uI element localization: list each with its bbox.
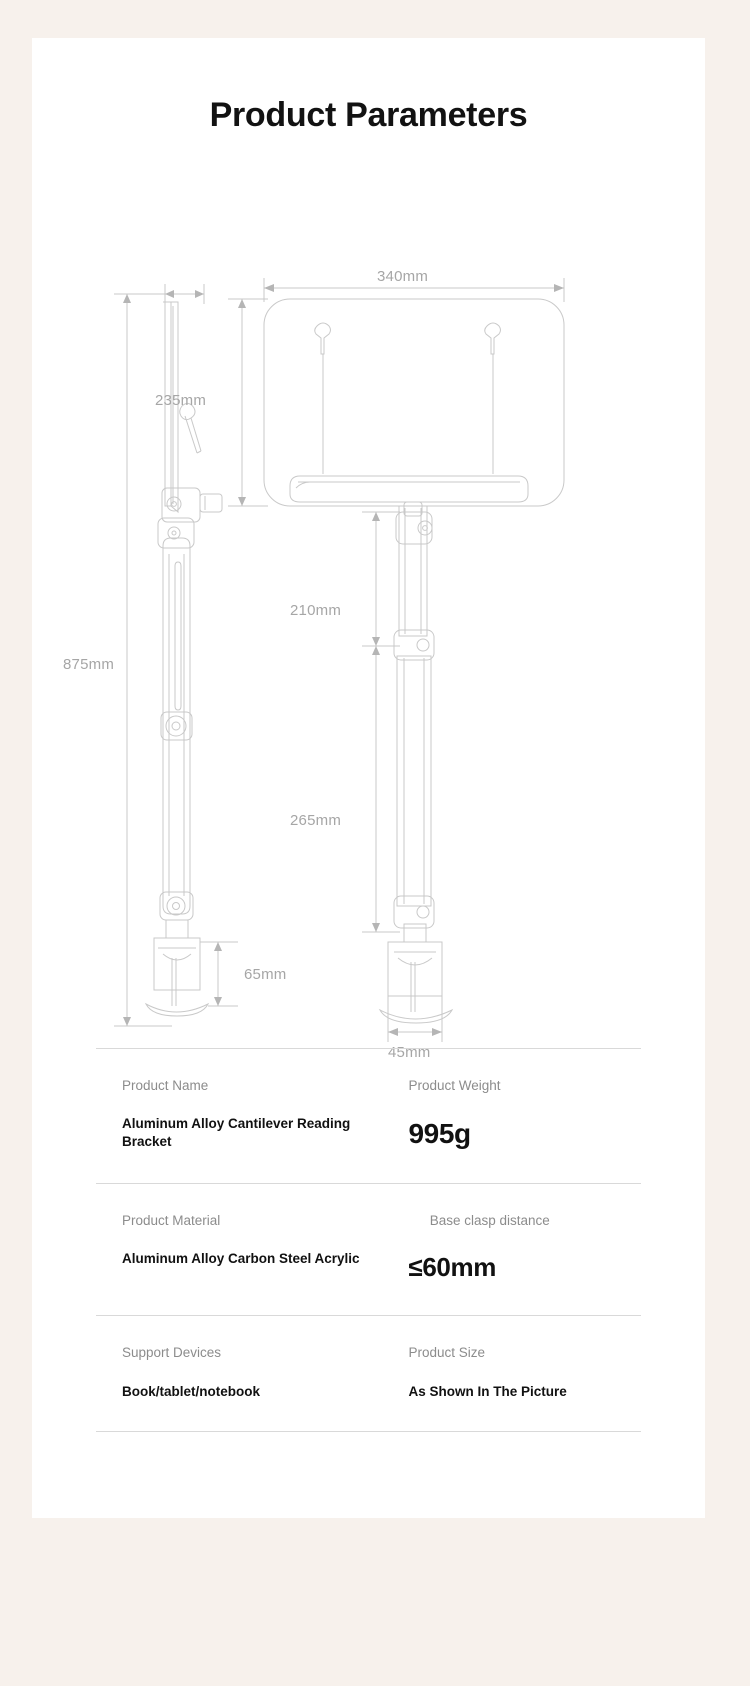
spec-value: As Shown In The Picture — [408, 1383, 567, 1399]
dimension-label-lower-arm: 265mm — [290, 812, 342, 829]
dimension-label-tray-height: 235mm — [155, 392, 207, 409]
dimension-label-upper-arm: 210mm — [290, 602, 342, 619]
spec-label: Support Devices — [122, 1345, 222, 1361]
spec-label: Product Name — [122, 1078, 209, 1093]
page-title: Product Parameters — [209, 96, 528, 134]
spec-value: Aluminum Alloy Carbon Steel Acrylic — [122, 1251, 360, 1267]
spec-label: Product Weight — [408, 1078, 501, 1093]
spec-label: Base clasp distance — [429, 1213, 550, 1229]
spec-value: 995g — [408, 1118, 472, 1150]
spec-value: ≤60mm — [408, 1252, 497, 1283]
dimension-label-tray-width: 340mm — [377, 268, 429, 285]
spec-cell-support-devices: Support Devices Book/tablet/notebook — [96, 1344, 369, 1400]
spec-cell-product-name: Product Name Aluminum Alloy Cantilever R… — [96, 1077, 369, 1153]
table-divider — [96, 1315, 641, 1317]
table-row: Support Devices Book/tablet/notebook Pro… — [96, 1316, 641, 1430]
table-divider — [96, 1048, 641, 1049]
diagram-linework — [114, 278, 565, 1042]
spec-cell-product-size: Product Size As Shown In The Picture — [369, 1344, 642, 1400]
dimension-label-height-total: 875mm — [63, 656, 115, 673]
dimension-diagram: 875mm 65mm 340mm 235mm 210mm 265mm 45mm — [32, 206, 705, 1086]
spec-cell-product-weight: Product Weight 995g — [369, 1077, 642, 1153]
table-row: Product Material Aluminum Alloy Carbon S… — [96, 1184, 641, 1315]
spec-label: Product Size — [408, 1345, 486, 1361]
spec-cell-base-clasp-distance: Base clasp distance ≤60mm — [369, 1212, 642, 1285]
spec-value: Book/tablet/notebook — [122, 1383, 260, 1399]
table-row: Product Name Aluminum Alloy Cantilever R… — [96, 1049, 641, 1183]
table-divider — [96, 1430, 641, 1432]
spec-label: Product Material — [122, 1213, 221, 1229]
product-parameters-card: Product Parameters — [32, 38, 705, 1518]
spec-value: Aluminum Alloy Cantilever Reading Bracke… — [122, 1116, 351, 1150]
spec-cell-product-material: Product Material Aluminum Alloy Carbon S… — [96, 1212, 369, 1285]
spec-table: Product Name Aluminum Alloy Cantilever R… — [96, 1048, 641, 1432]
table-divider — [96, 1183, 641, 1185]
dimension-label-clamp-height: 65mm — [244, 966, 287, 983]
